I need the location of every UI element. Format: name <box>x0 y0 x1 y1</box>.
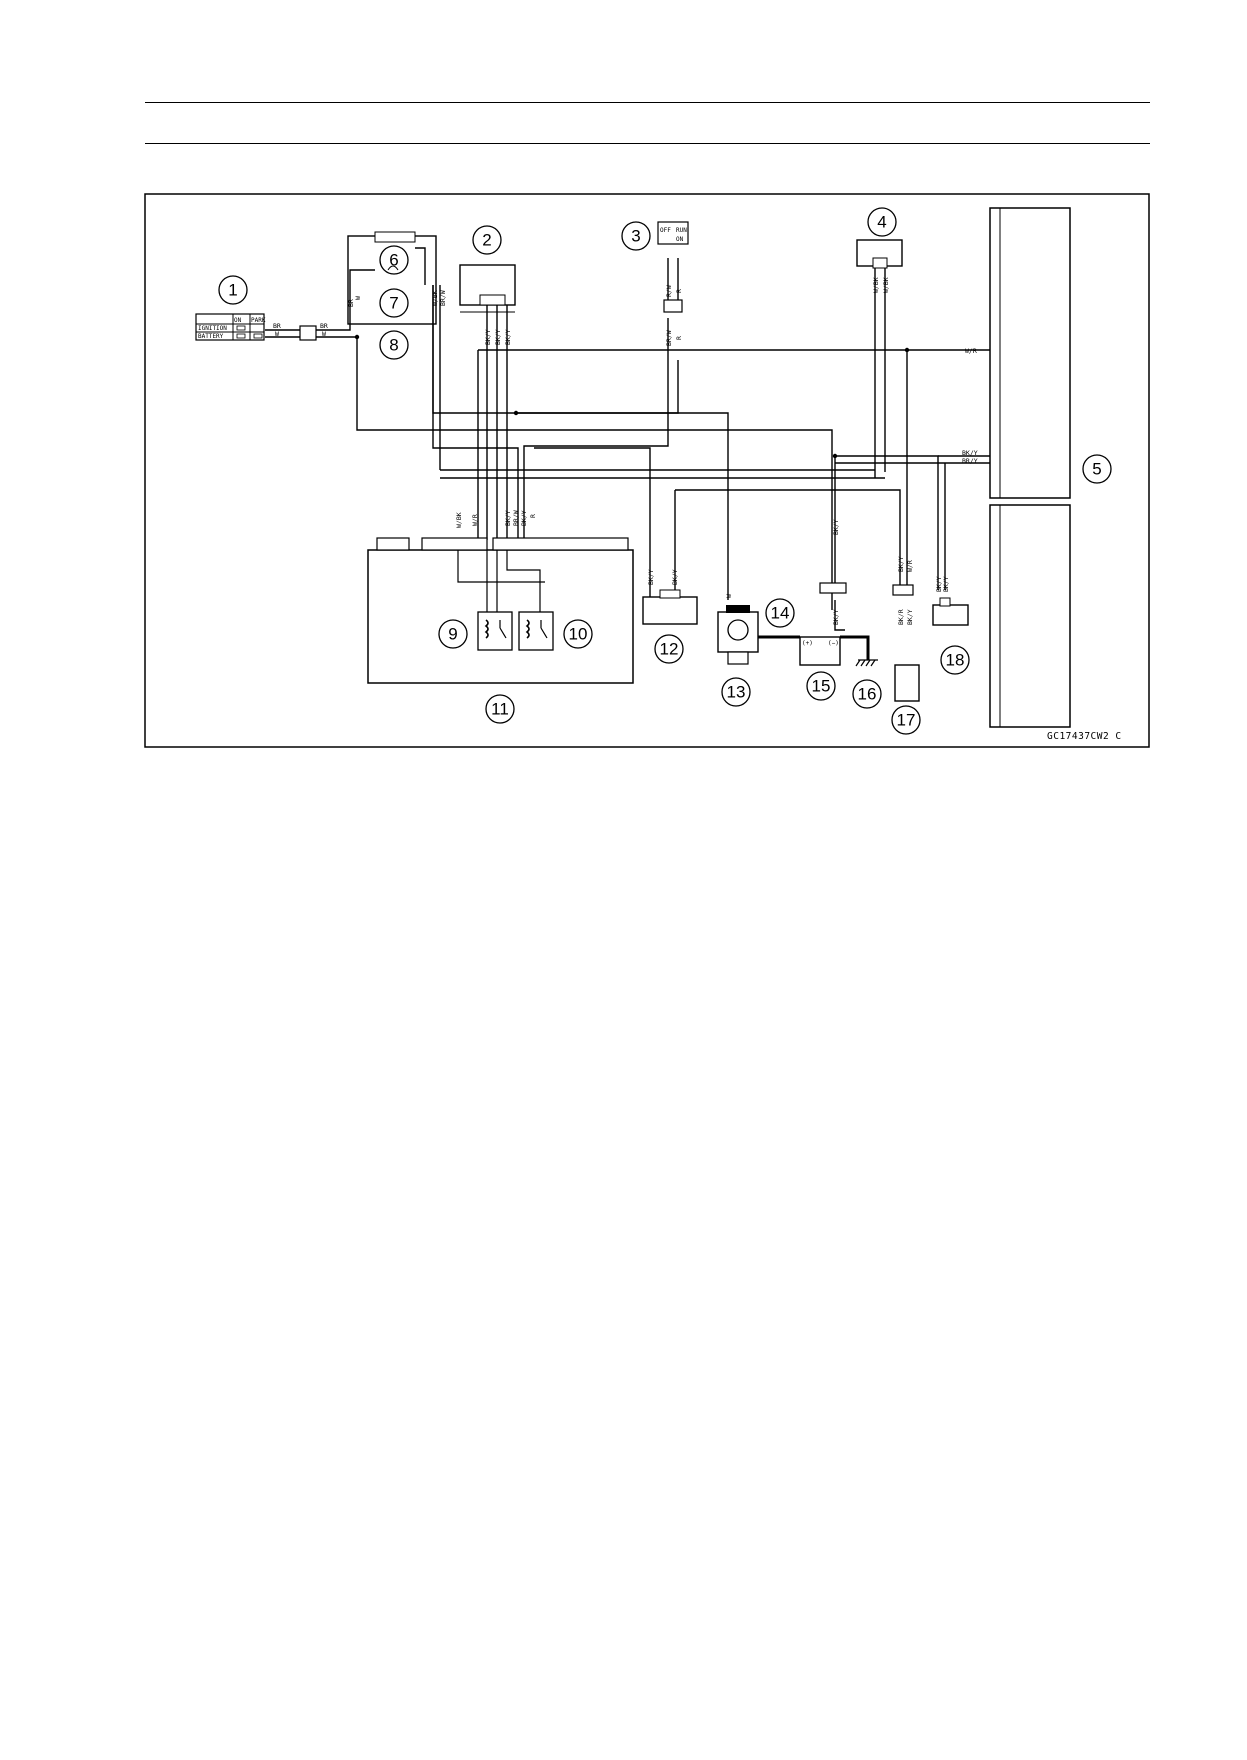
wire-label-w-2: W <box>322 330 326 338</box>
battery-minus: (−) <box>828 640 839 647</box>
figure-code: GC17437CW2 C <box>1047 731 1122 742</box>
switch-18 <box>932 597 969 626</box>
wire-label-bky-low1: BK/Y <box>504 510 512 526</box>
callout-10: 10 <box>569 625 588 644</box>
wire-label-w-v: W <box>354 296 362 300</box>
callout-7: 7 <box>389 294 398 313</box>
control-unit <box>367 537 634 684</box>
callout-2: 2 <box>482 231 491 250</box>
switch-row-ignition: IGNITION <box>198 325 227 332</box>
header-rule-top <box>145 102 1150 103</box>
wire-label-bky-18b: BK/Y <box>942 576 950 592</box>
connector-middle <box>819 582 847 594</box>
callouts <box>218 207 1112 735</box>
callout-13: 13 <box>727 683 746 702</box>
wire-label-br-2: BR <box>320 322 328 330</box>
wire-label-wbk-low: W/BK <box>455 512 463 528</box>
ignition-switch: ON PARK IGNITION BATTERY <box>195 313 266 341</box>
switch-connector <box>299 325 317 341</box>
wire-label-r-mid: R <box>675 336 683 340</box>
wire-label-brw-low: BR/W <box>512 510 520 526</box>
wire-label-bky-mid: BK/Y <box>832 519 840 535</box>
wire-label-wr-low: W/R <box>471 514 479 526</box>
wire-label-bky-12a: BK/Y <box>647 569 655 585</box>
sensor-17 <box>892 584 920 702</box>
wire-label-bky-right: BK/Y <box>962 449 978 457</box>
meter-unit <box>989 207 1071 728</box>
callout-11: 11 <box>491 700 509 719</box>
header-rule-bottom <box>145 143 1150 144</box>
ground-symbol <box>855 659 878 667</box>
connector-12 <box>642 589 698 625</box>
wire-label-bky-v2: BK/Y <box>494 329 502 345</box>
wire-label-bky-12b: BK/Y <box>671 569 679 585</box>
callout-17: 17 <box>897 711 916 730</box>
callout-14: 14 <box>771 604 790 623</box>
wire-label-bky-17a: BK/Y <box>897 556 905 572</box>
callout-8: 8 <box>389 336 398 355</box>
callout-18: 18 <box>946 651 965 670</box>
wire-label-wbk-4a: W/BK <box>872 277 880 293</box>
sensor-unit <box>856 239 903 269</box>
switch-header-on: ON <box>234 317 242 324</box>
callout-9: 9 <box>448 625 457 644</box>
wire-label-br-1: BR <box>273 322 281 330</box>
wire-label-w-1: W <box>275 330 279 338</box>
callout-numbers: 1 2 3 4 5 6 7 8 9 10 11 12 13 14 15 16 1… <box>228 213 1101 730</box>
wire-label-w-13: W <box>725 594 733 598</box>
switch3-on: ON <box>676 236 684 243</box>
switch3-run: RUN <box>676 227 687 234</box>
starter-relay <box>717 605 759 665</box>
wire-label-bky-v1: BK/Y <box>484 329 492 345</box>
callout-16: 16 <box>858 685 877 704</box>
wire-label-bky-v3: BK/Y <box>504 329 512 345</box>
wire-label-bry-right: BR/Y <box>962 457 978 465</box>
switch3-off: OFF <box>660 227 671 234</box>
wire-label-bkr-17: BK/R <box>897 609 905 625</box>
wire-label-bky-low2: BK/Y <box>520 510 528 526</box>
switch-row-battery: BATTERY <box>198 333 224 340</box>
stop-switch: OFF RUN ON <box>657 221 689 313</box>
wire-label-brw-mid: BR/W <box>665 330 673 346</box>
callout-15: 15 <box>812 677 831 696</box>
battery-plus: (+) <box>802 640 813 647</box>
callout-1: 1 <box>228 281 237 300</box>
wire-labels: BR W BR W BR W W/BK BR/W BK/Y BK/Y BK/Y … <box>273 277 978 625</box>
wire-label-r-low: R <box>529 514 537 518</box>
wire-label-bky-17b: BK/Y <box>906 609 914 625</box>
callout-5: 5 <box>1092 460 1101 479</box>
wire-label-brw-v1: BR/W <box>439 290 447 306</box>
callout-6: 6 <box>389 251 398 270</box>
diagram-frame <box>144 193 1150 748</box>
switch-header-park: PARK <box>251 317 266 324</box>
callout-12: 12 <box>660 640 679 659</box>
callout-4: 4 <box>877 213 886 232</box>
wire-label-wbk-v1: W/BK <box>431 290 439 306</box>
wire-label-br-v: BR <box>347 299 355 307</box>
wire-label-bky-15: BK/Y <box>832 609 840 625</box>
callout-3: 3 <box>631 227 640 246</box>
battery: (+) (−) <box>799 636 841 666</box>
wire-label-rw-top: R/W <box>665 285 673 297</box>
wire-label-bky-18: BK/Y <box>935 576 943 592</box>
wire-label-r-top: R <box>675 289 683 293</box>
wire-label-wbk-4b: W/BK <box>882 277 890 293</box>
fuse-box <box>347 231 437 325</box>
wire-label-wr-top: W/R <box>965 347 977 355</box>
relay-box <box>459 264 516 313</box>
wire-label-wr-17: W/R <box>906 560 914 572</box>
